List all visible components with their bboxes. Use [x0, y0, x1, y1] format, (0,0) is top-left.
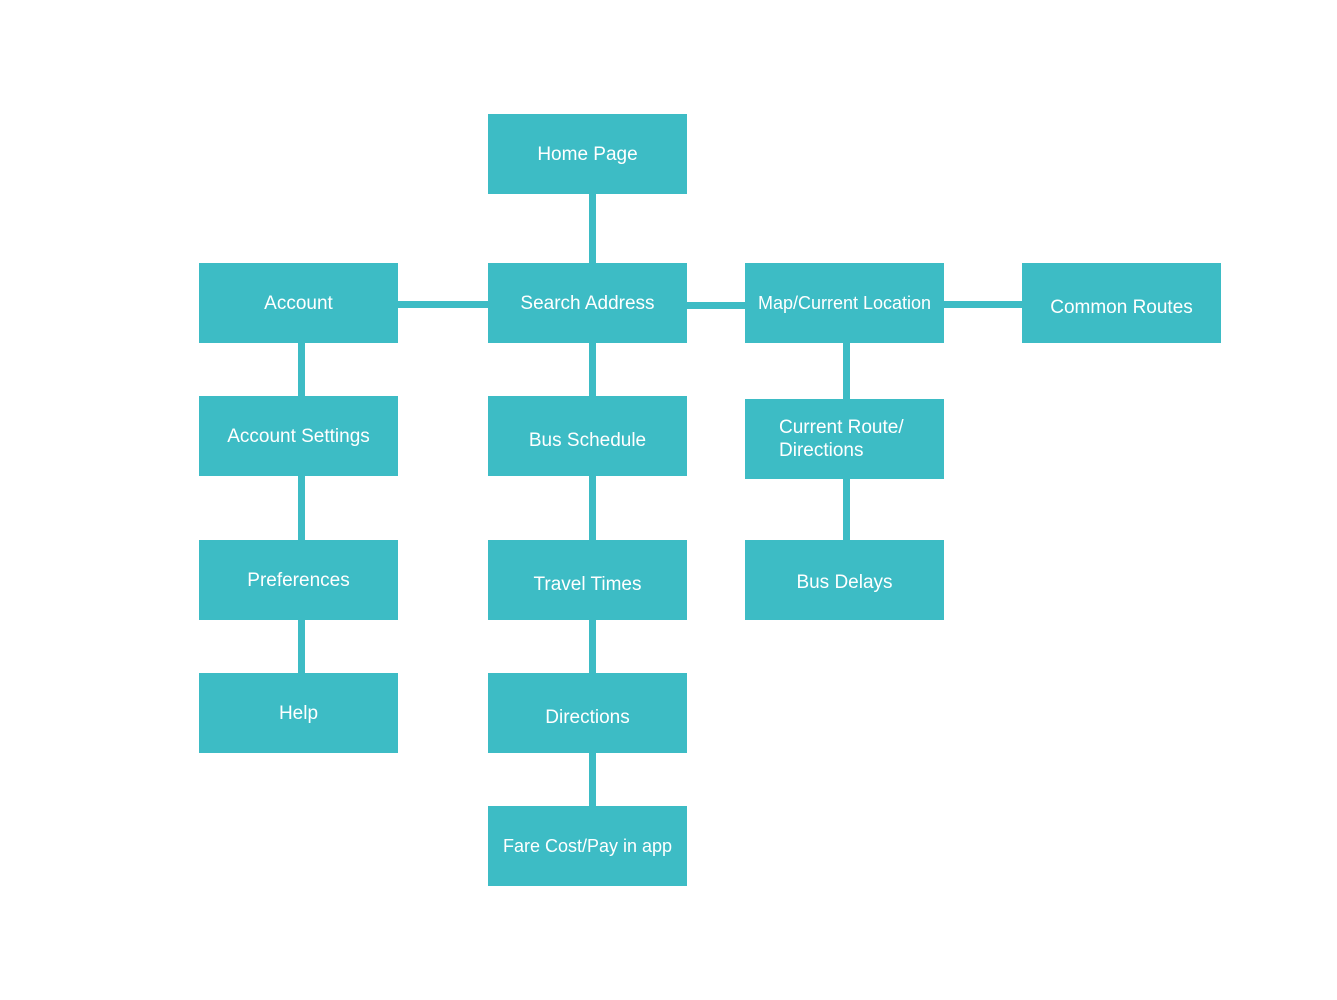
node-preferences: Preferences — [199, 540, 398, 620]
node-label: Bus Schedule — [528, 429, 647, 451]
connector-travel-times-directions — [589, 619, 596, 674]
connector-bus-schedule-travel-times — [589, 475, 596, 541]
node-help: Help — [199, 673, 398, 753]
connector-home-search — [589, 193, 596, 264]
node-label: Preferences — [247, 569, 350, 591]
node-travel-times: Travel Times — [488, 540, 687, 620]
node-label: Common Routes — [1050, 296, 1193, 318]
connector-search-bus-schedule — [589, 342, 596, 397]
connector-map-current-route — [843, 342, 850, 400]
connector-map-common-routes — [943, 301, 1023, 308]
node-current-route-directions: Current Route/ Directions — [745, 399, 944, 479]
node-common-routes: Common Routes — [1022, 263, 1221, 343]
node-fare-cost-pay-in-app: Fare Cost/Pay in app — [488, 806, 687, 886]
node-label: Fare Cost/Pay in app — [502, 835, 673, 856]
connector-search-map — [686, 302, 746, 309]
node-search-address: Search Address — [488, 263, 687, 343]
node-label: Travel Times — [533, 573, 642, 595]
connector-settings-preferences — [298, 475, 305, 541]
connector-current-route-bus-delays — [843, 478, 850, 541]
node-label: Current Route/ Directions — [779, 417, 904, 461]
node-label: Home Page — [537, 143, 638, 165]
node-directions: Directions — [488, 673, 687, 753]
node-bus-delays: Bus Delays — [745, 540, 944, 620]
node-home-page: Home Page — [488, 114, 687, 194]
node-label: Directions — [545, 706, 630, 728]
node-label: Account — [264, 292, 333, 314]
node-account: Account — [199, 263, 398, 343]
node-account-settings: Account Settings — [199, 396, 398, 476]
connector-account-settings — [298, 342, 305, 397]
connector-preferences-help — [298, 619, 305, 674]
node-label: Search Address — [520, 292, 655, 314]
node-label: Help — [278, 702, 319, 724]
node-label: Account Settings — [227, 425, 370, 447]
node-label: Map/Current Location — [757, 292, 932, 313]
connector-directions-fare — [589, 752, 596, 807]
node-map-current-location: Map/Current Location — [745, 263, 944, 343]
connector-account-search — [397, 301, 489, 308]
node-label: Bus Delays — [796, 571, 893, 593]
node-bus-schedule: Bus Schedule — [488, 396, 687, 476]
